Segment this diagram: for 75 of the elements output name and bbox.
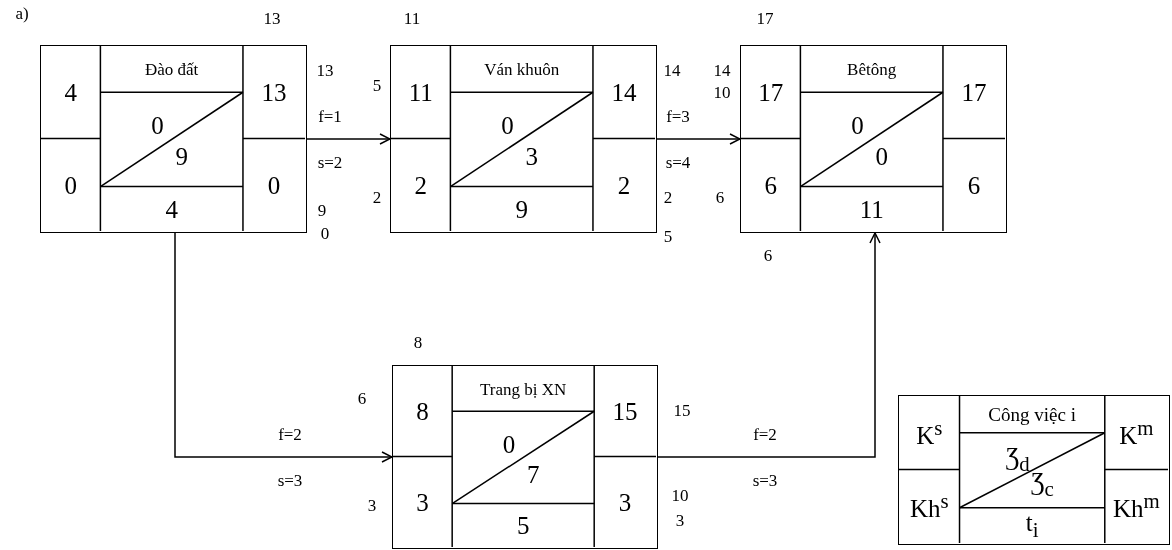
reserve-value: 0 — [851, 112, 864, 138]
time-value: 8 — [416, 398, 429, 424]
time-note: 15 — [673, 401, 691, 419]
activity-box — [40, 45, 307, 233]
time-value: 0 — [64, 172, 77, 198]
time-value: 4 — [64, 79, 77, 105]
reserve-value: 0 — [502, 431, 516, 457]
activity-box — [390, 45, 657, 233]
arrow — [306, 133, 391, 145]
time-note: 6 — [715, 188, 725, 206]
time-note: 13 — [316, 61, 334, 79]
time-value: 6 — [967, 172, 981, 198]
time-note: 9 — [317, 201, 327, 219]
activity-box — [392, 365, 658, 549]
activity-name: Công việc i — [988, 404, 1076, 424]
arrow — [656, 133, 741, 145]
reserve-value: 7 — [526, 461, 540, 487]
time-value: 17 — [961, 79, 987, 105]
legend-key-box — [898, 395, 1170, 545]
arrow — [657, 232, 881, 458]
time-value: Kh$^{s}$ — [909, 491, 949, 522]
time-note: 10 — [671, 486, 689, 504]
time-value: 2 — [414, 172, 427, 198]
duration-value: 4 — [165, 196, 178, 222]
time-note: 11 — [403, 9, 421, 27]
time-value: 14 — [611, 79, 637, 105]
activity-name: Đào đất — [145, 60, 199, 78]
duration-value: 5 — [516, 512, 530, 538]
time-value: 6 — [764, 172, 777, 198]
time-note: 2 — [372, 188, 382, 206]
activity-name: Trang bị XN — [480, 380, 567, 398]
time-value: 17 — [758, 79, 784, 105]
edge-label: f=2 s=3 — [276, 424, 304, 492]
time-value: K$^{s}$ — [916, 417, 943, 448]
panel-label: a) — [15, 4, 29, 22]
duration-value: t$_{i}$ — [1025, 509, 1039, 541]
time-note: 8 — [413, 333, 423, 351]
reserve-value: 0 — [501, 112, 514, 138]
time-note: 14 — [663, 61, 681, 79]
time-value: 3 — [618, 489, 632, 515]
time-value: 3 — [416, 489, 429, 515]
time-note: 5 — [372, 76, 382, 94]
reserve-value: 9 — [175, 143, 188, 169]
time-note: 0 — [320, 224, 330, 242]
edge-label: f=1 s=2 — [316, 106, 344, 174]
reserve-value: 0 — [875, 143, 888, 169]
reserve-value: 3 — [525, 143, 538, 169]
duration-value: 9 — [515, 196, 528, 222]
time-note: 17 — [756, 9, 774, 27]
time-note: 14 — [713, 61, 731, 79]
activity-name: Ván khuôn — [484, 60, 560, 78]
time-value: Kh$^{m}$ — [1113, 491, 1160, 522]
time-value: K$^{m}$ — [1119, 417, 1154, 448]
time-note: 6 — [357, 389, 367, 407]
time-note: 3 — [367, 496, 377, 514]
time-note: 3 — [675, 511, 685, 529]
time-note: 5 — [663, 227, 673, 245]
time-note: 2 — [663, 188, 673, 206]
time-note: 6 — [763, 246, 773, 264]
edge-label: f=3 s=4 — [664, 106, 692, 174]
time-value: 13 — [261, 79, 287, 105]
time-value: 15 — [612, 398, 638, 424]
time-note: 13 — [263, 9, 281, 27]
reserve-value: Ʒ$_{c}$ — [1030, 468, 1054, 500]
activity-name: Bêtông — [847, 60, 897, 78]
activity-box — [740, 45, 1007, 233]
time-value: 2 — [617, 172, 631, 198]
duration-value: 11 — [859, 196, 884, 222]
time-value: 0 — [267, 172, 281, 198]
arrow — [174, 232, 393, 463]
time-value: 11 — [408, 79, 433, 105]
reserve-value: 0 — [151, 112, 164, 138]
edge-label: f=2 s=3 — [751, 424, 779, 492]
time-note: 10 — [713, 83, 731, 101]
reserve-value: Ʒ$_{d}$ — [1005, 443, 1030, 475]
